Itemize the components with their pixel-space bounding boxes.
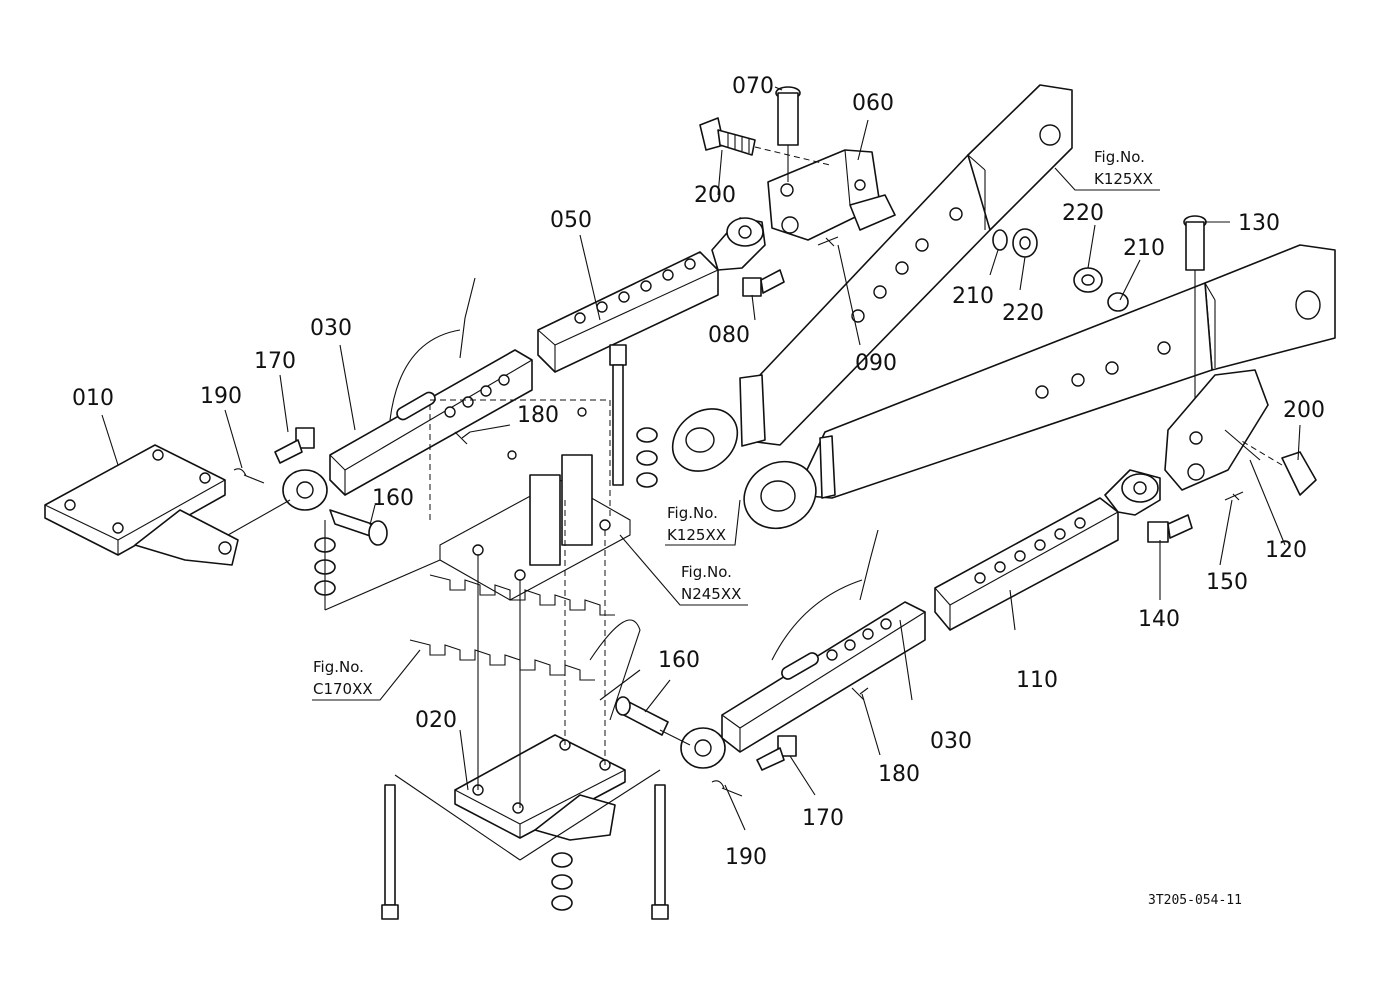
leader-lines [101, 86, 1301, 831]
pin-160-lower [615, 696, 669, 736]
pin-130 [1183, 215, 1207, 430]
turnbuckle-030-lower [680, 529, 926, 769]
callout-160-upper: 160 [372, 486, 414, 511]
figref-c170-label: Fig.No. [313, 658, 364, 676]
callout-070: 070 [732, 74, 774, 99]
callout-030-lower: 030 [930, 729, 972, 754]
clips [233, 236, 1244, 797]
callout-190-lower: 190 [725, 845, 767, 870]
figref-n245-label: Fig.No. [681, 563, 732, 581]
plate-010 [44, 444, 239, 566]
callout-210-upper: 210 [952, 284, 994, 309]
callout-030-upper: 030 [310, 316, 352, 341]
callout-190-upper: 190 [200, 384, 242, 409]
callout-010: 010 [72, 386, 114, 411]
callout-150: 150 [1206, 570, 1248, 595]
callout-080: 080 [708, 323, 750, 348]
callout-120: 120 [1265, 538, 1307, 563]
clevis-bracket-120 [1164, 369, 1269, 491]
figref-k125-mid-label: Fig.No. [667, 504, 718, 522]
figref-k125-top-code: K125XX [1094, 170, 1153, 188]
callout-050: 050 [550, 208, 592, 233]
callout-labels: 010 020 030 030 050 060 070 080 090 110 … [72, 74, 1325, 870]
turnbuckle-030-upper [282, 277, 533, 511]
figref-c170-code: C170XX [313, 680, 373, 698]
bolt-170-lower [756, 735, 797, 771]
pin-160-upper [329, 509, 388, 546]
callout-170-lower: 170 [802, 806, 844, 831]
callout-210-lower: 210 [1123, 236, 1165, 261]
callout-180-upper: 180 [517, 403, 559, 428]
bolt-200-right [1239, 439, 1317, 496]
callout-170-upper: 170 [254, 349, 296, 374]
callout-020: 020 [415, 708, 457, 733]
nut-washer-set-lower [1073, 267, 1129, 312]
callout-180-lower: 180 [878, 762, 920, 787]
pin-140 [1147, 514, 1193, 543]
long-bolts [381, 344, 669, 920]
figref-leaders [312, 167, 1160, 701]
upper-check-link [537, 217, 766, 373]
pin-080 [742, 269, 785, 297]
figref-n245-code: N245XX [681, 585, 741, 603]
callout-220-upper: 220 [1002, 301, 1044, 326]
lower-lower-link-arm [743, 244, 1336, 530]
callout-200-top: 200 [694, 183, 736, 208]
pin-070 [775, 86, 801, 182]
callout-160-lower: 160 [658, 648, 700, 673]
hitch-bracket-n245 [429, 399, 631, 601]
gearbox-c170 [409, 574, 641, 721]
bolt-200-top [699, 117, 831, 166]
upper-lower-link-arm [671, 84, 1073, 472]
clevis-bracket-060 [767, 149, 896, 241]
callout-140: 140 [1138, 607, 1180, 632]
callout-090: 090 [855, 351, 897, 376]
plate-020 [454, 734, 626, 841]
figure-references: Fig.No. K125XX Fig.No. K125XX Fig.No. N2… [313, 148, 1153, 698]
callout-130: 130 [1238, 211, 1280, 236]
lower-check-link [934, 469, 1161, 631]
callout-220-lower: 220 [1062, 201, 1104, 226]
nut-stacks [314, 427, 658, 911]
callout-200-right: 200 [1283, 398, 1325, 423]
figref-k125-top-label: Fig.No. [1094, 148, 1145, 166]
figref-k125-mid-code: K125XX [667, 526, 726, 544]
drawing-code: 3T205-054-11 [1148, 893, 1242, 908]
callout-110: 110 [1016, 668, 1058, 693]
callout-060: 060 [852, 91, 894, 116]
bolt-170-upper [274, 427, 315, 464]
nut-washer-set-upper [992, 228, 1038, 258]
guide-lines [227, 499, 691, 861]
